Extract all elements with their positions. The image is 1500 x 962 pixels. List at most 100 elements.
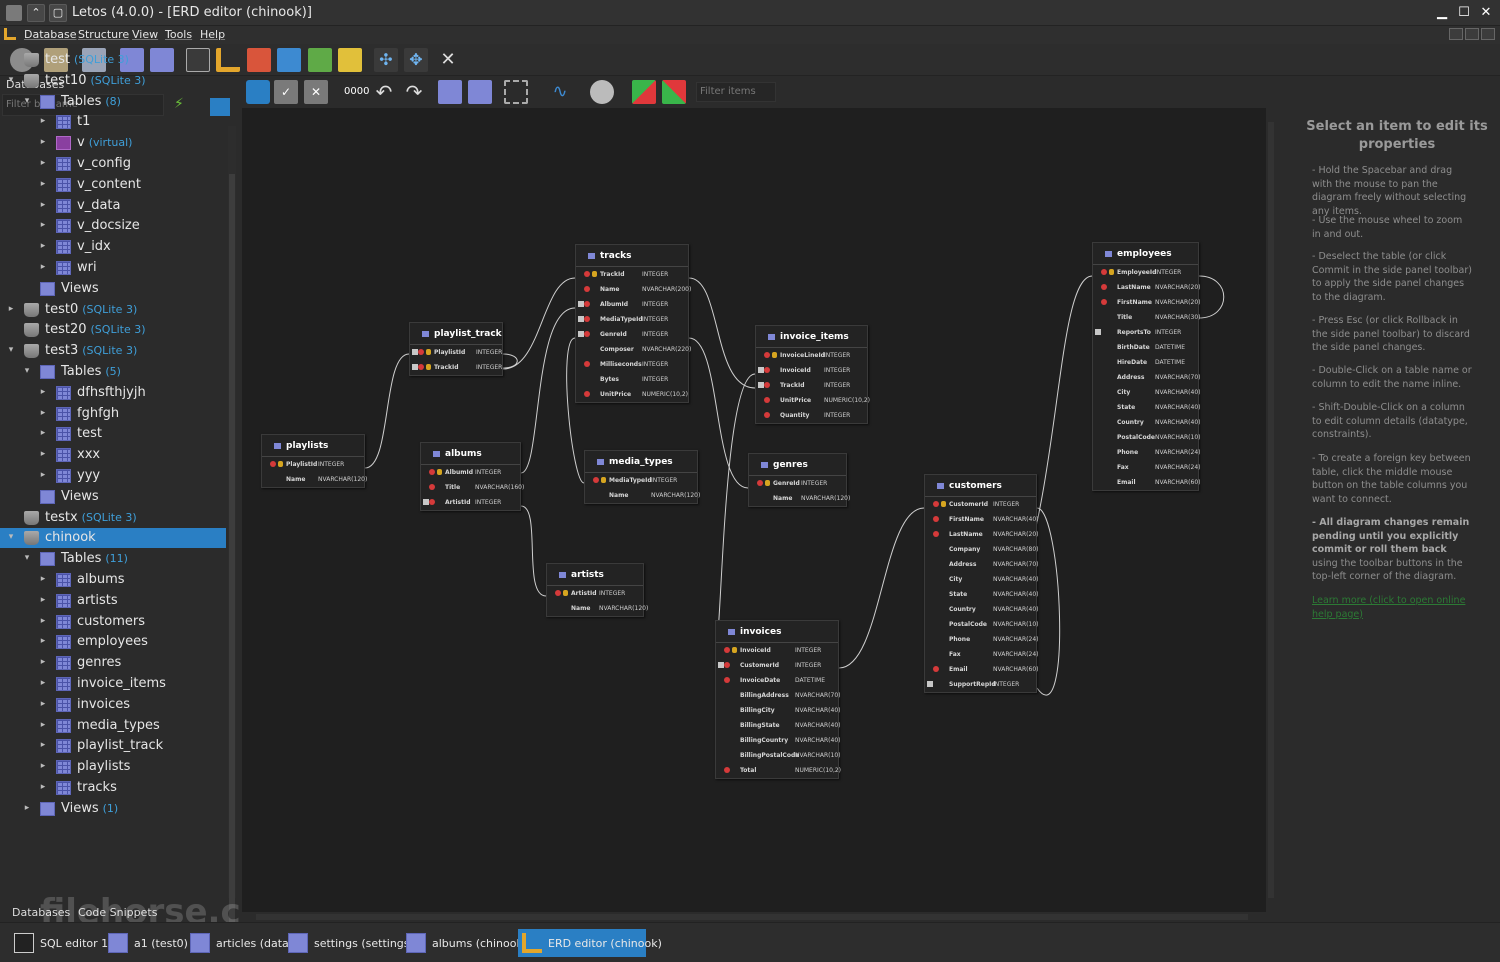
tree-item[interactable]: ▸media_types	[0, 716, 226, 736]
erd-icon[interactable]	[216, 48, 240, 72]
canvas-horizontal-scrollbar[interactable]	[242, 912, 1266, 922]
tab-databases[interactable]: Databases	[12, 906, 71, 919]
tree-item[interactable]: ▸v_config	[0, 154, 226, 174]
tree-item[interactable]: ▸test0(SQLite 3)	[0, 300, 226, 320]
tree-item[interactable]: ▸customers	[0, 612, 226, 632]
collapsed-arrow-icon[interactable]: ▸	[40, 678, 46, 688]
relationship-line[interactable]	[566, 337, 585, 484]
tree-item[interactable]: ▾chinook	[0, 528, 226, 549]
refresh-icon[interactable]	[246, 80, 270, 104]
mdi-restore-button[interactable]	[1465, 28, 1479, 40]
relationship-line[interactable]	[520, 307, 576, 474]
new-connection-icon[interactable]	[210, 98, 230, 116]
redo-icon[interactable]: ↷	[405, 80, 423, 104]
collapsed-arrow-icon[interactable]: ▸	[40, 470, 46, 480]
tree-item[interactable]: ▾Tables(8)	[0, 92, 226, 112]
menu-database[interactable]: Database	[24, 28, 77, 41]
relationship-line[interactable]	[688, 277, 756, 389]
expanded-arrow-icon[interactable]: ▾	[24, 553, 30, 564]
entity-name[interactable]: employees	[1117, 249, 1172, 259]
entity-name[interactable]: albums	[445, 449, 482, 459]
taskbar-item[interactable]: ERD editor (chinook)	[518, 929, 662, 957]
filter-items-input[interactable]: Filter items	[696, 82, 776, 102]
tree-item[interactable]: ▸playlists	[0, 757, 226, 777]
collapsed-arrow-icon[interactable]: ▸	[40, 428, 46, 439]
rollback-icon[interactable]: ✕	[304, 80, 328, 104]
menu-view[interactable]: View	[132, 28, 159, 41]
entity-header[interactable]: invoices	[716, 621, 838, 643]
import-icon[interactable]	[338, 48, 362, 72]
tree-scrollbar[interactable]	[228, 126, 236, 934]
tree-item[interactable]: test(SQLite 3)	[0, 50, 226, 70]
collapsed-arrow-icon[interactable]: ▸	[40, 262, 46, 272]
tree-item[interactable]: Views	[0, 487, 226, 507]
tree-item[interactable]: ▸xxx	[0, 445, 226, 465]
collapsed-arrow-icon[interactable]: ▸	[40, 137, 46, 148]
entity-name[interactable]: artists	[571, 570, 604, 580]
tree-item[interactable]: ▸employees	[0, 632, 226, 652]
entity-name[interactable]: playlist_track	[434, 329, 502, 339]
expanded-arrow-icon[interactable]: ▾	[8, 345, 14, 356]
tree-item[interactable]: ▸playlist_track	[0, 736, 226, 756]
taskbar-item[interactable]: settings (settings)	[284, 929, 414, 957]
taskbar-item[interactable]: articles (data)	[186, 929, 293, 957]
new-table-icon[interactable]	[120, 48, 144, 72]
collapsed-arrow-icon[interactable]: ▸	[40, 158, 46, 168]
canvas-vertical-scrollbar[interactable]	[1266, 108, 1276, 912]
collapsed-arrow-icon[interactable]: ▸	[40, 615, 46, 626]
collapsed-arrow-icon[interactable]: ▸	[40, 657, 46, 668]
tree-item[interactable]: Views	[0, 279, 226, 299]
chevron-up-icon[interactable]: ⌃	[27, 4, 45, 22]
collapsed-arrow-icon[interactable]: ▸	[40, 574, 46, 584]
entity-header[interactable]: albums	[421, 443, 520, 465]
tab-code-snippets[interactable]: Code Snippets	[78, 906, 158, 919]
open-db-icon[interactable]	[44, 48, 68, 72]
tree-item[interactable]: ▸wri	[0, 258, 226, 278]
tree-item[interactable]: ▸albums	[0, 570, 226, 590]
tree-item[interactable]: ▸invoices	[0, 695, 226, 715]
entity-name[interactable]: invoices	[740, 627, 782, 637]
mdi-minimize-button[interactable]	[1449, 28, 1463, 40]
collapsed-arrow-icon[interactable]: ▸	[24, 802, 30, 813]
select-area-icon[interactable]	[504, 80, 528, 104]
curve-icon[interactable]: ∿	[552, 81, 568, 102]
mdi-close-button[interactable]	[1481, 28, 1495, 40]
